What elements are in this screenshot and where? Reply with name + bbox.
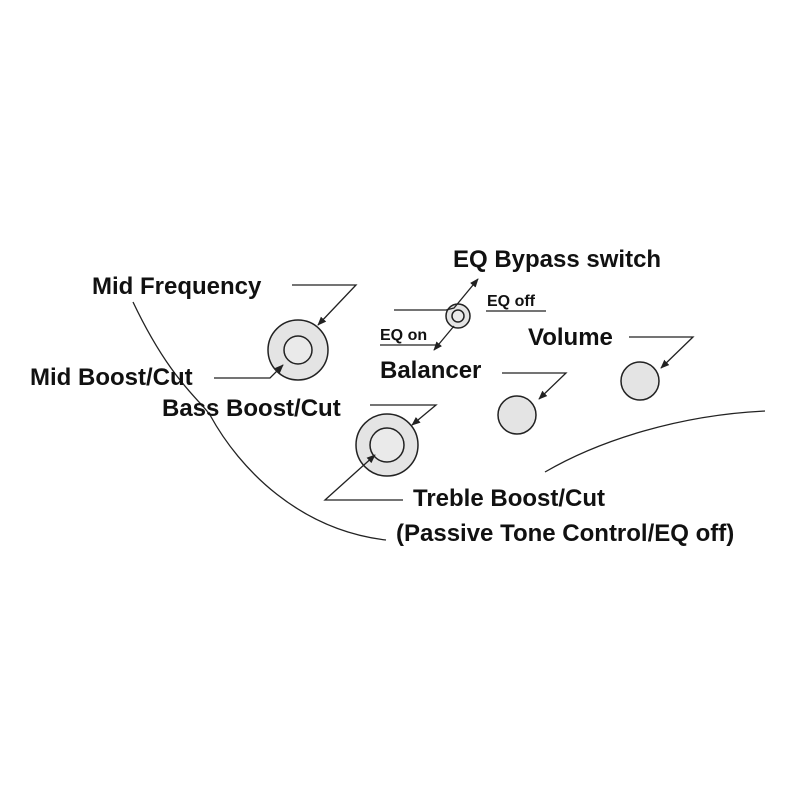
mid-boost-cut-label: Mid Boost/Cut	[30, 364, 193, 391]
body-outline-right	[544, 410, 766, 473]
volume-label: Volume	[528, 324, 613, 351]
mid-boost-cut-leader	[214, 364, 284, 379]
treble-boost-cut-label: Treble Boost/Cut	[413, 485, 605, 512]
eq-bypass-switch-inner[interactable]	[451, 309, 465, 323]
mid-knob-inner[interactable]	[283, 335, 313, 365]
mid-frequency-label: Mid Frequency	[92, 273, 262, 300]
eq-on-label: EQ on	[380, 327, 427, 344]
bass-treble-knob-inner[interactable]	[369, 427, 405, 463]
bass-boost-cut-leader	[370, 404, 438, 426]
mid-frequency-leader	[292, 284, 358, 326]
balancer-knob[interactable]	[497, 395, 537, 435]
treble-note-label: (Passive Tone Control/EQ off)	[396, 520, 734, 547]
balancer-label: Balancer	[380, 357, 481, 384]
volume-leader	[629, 336, 695, 369]
eq-bypass-leader	[394, 278, 479, 311]
bass-boost-cut-label: Bass Boost/Cut	[162, 395, 341, 422]
eq-bypass-switch-label: EQ Bypass switch	[453, 246, 661, 273]
treble-boost-cut-leader	[323, 454, 403, 501]
eq-off-label: EQ off	[487, 293, 536, 310]
volume-knob[interactable]	[620, 361, 660, 401]
body-outline-left	[132, 301, 387, 541]
balancer-leader	[502, 372, 568, 400]
eq-on-arrow	[433, 325, 455, 351]
